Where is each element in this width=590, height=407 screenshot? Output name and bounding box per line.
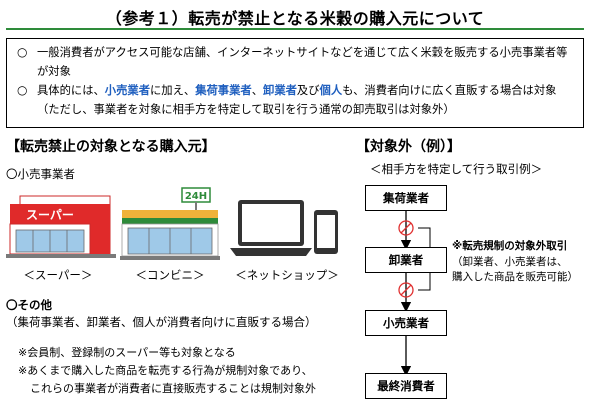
flow-collector: 集荷業者	[365, 185, 447, 211]
supermarket-icon: スーパー	[6, 195, 116, 258]
online-shop-icon	[230, 200, 338, 256]
flow-wholesaler: 卸業者	[365, 247, 447, 273]
bullet-circle-icon: ○	[17, 45, 28, 59]
other-description: （集荷事業者、卸業者、個人が消費者向けに直販する場合）	[6, 315, 317, 329]
exempt-note-title: ※転売規制の対象外取引	[452, 240, 568, 252]
title-underline	[6, 28, 584, 30]
caption-konbini: ＜コンビニ＞	[135, 268, 205, 282]
caption-online-shop: ＜ネットショップ＞	[235, 268, 339, 282]
prohibited-sources-header: 【転売禁止の対象となる購入元】	[6, 139, 216, 155]
flow-retailer: 小売業者	[365, 310, 447, 336]
keyword-retailer: 小売業者	[104, 84, 150, 97]
konbini-sign: 24H	[185, 191, 207, 202]
exempt-note-line2: 購入した商品を販売可能）	[452, 271, 578, 283]
other-label: 〇その他	[6, 298, 52, 312]
convenience-store-icon: 24H	[120, 187, 220, 260]
info-text-2: 具体的には、小売業者に加え、集荷事業者、卸業者及び個人も、消費者向けに広く直販す…	[37, 84, 557, 116]
keyword-wholesaler: 卸業者	[263, 84, 297, 97]
prohibition-icon	[398, 282, 414, 298]
info-bullet-2: ○ 具体的には、小売業者に加え、集荷事業者、卸業者及び個人も、消費者向けに広く直…	[17, 81, 577, 119]
info-text-1: 一般消費者がアクセス可能な店舗、インターネットサイトなどを通じて広く米穀を販売す…	[37, 46, 568, 78]
caption-supermarket: ＜スーパー＞	[23, 268, 93, 282]
note-resale-scope: ※あくまで購入した商品を転売する行為が規制対象であり、	[18, 364, 313, 377]
note-membership: ※会員制、登録制のスーパー等も対象となる	[18, 346, 236, 359]
retail-label: 〇小売事業者	[6, 167, 75, 181]
prohibition-icon	[398, 220, 414, 236]
info-bullet-1: ○ 一般消費者がアクセス可能な店舗、インターネットサイトなどを通じて広く米穀を販…	[17, 43, 577, 81]
keyword-individual: 個人	[319, 84, 343, 97]
info-box: ○ 一般消費者がアクセス可能な店舗、インターネットサイトなどを通じて広く米穀を販…	[6, 38, 584, 128]
exempt-note-line1: （卸業者、小売業者は、	[452, 256, 568, 268]
keyword-collector: 集荷事業者	[195, 84, 252, 97]
note-direct-sales: これらの事業者が消費者に直接販売することは規制対象外	[30, 382, 316, 395]
page-title: （参考１）転売が禁止となる米穀の購入元について	[105, 9, 485, 28]
bullet-circle-icon: ○	[17, 83, 28, 97]
supermarket-sign: スーパー	[26, 208, 74, 222]
flow-consumer: 最終消費者	[365, 373, 447, 399]
exempt-subheader: ＜相手方を特定して行う取引例＞	[370, 162, 543, 176]
exempt-header: 【対象外（例）】	[356, 139, 461, 155]
